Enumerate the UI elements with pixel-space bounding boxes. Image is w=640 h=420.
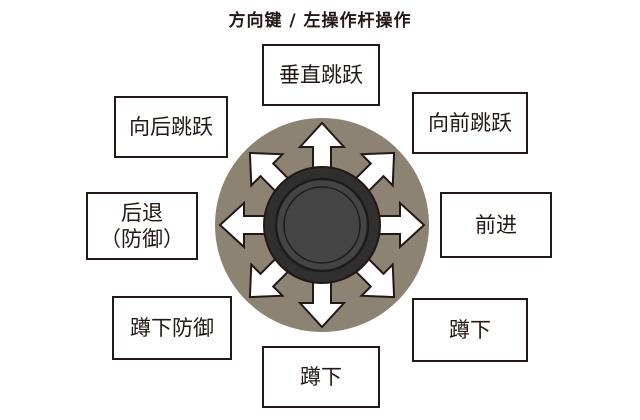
label-right-forward: 前进 (440, 192, 552, 258)
label-left-back-guard: 后退 （防御） (86, 192, 198, 260)
label-down-crouch: 蹲下 (262, 346, 380, 408)
label-up-vertical-jump: 垂直跳跃 (262, 44, 380, 106)
stick-cap-rim (283, 186, 361, 264)
stick-cap (274, 177, 370, 273)
label-down-left-crouch-guard: 蹲下防御 (112, 296, 232, 360)
label-up-left-back-jump: 向后跳跃 (114, 96, 228, 158)
label-down-right-crouch: 蹲下 (412, 298, 528, 362)
diagram-title: 方向键 / 左操作杆操作 (228, 11, 412, 31)
label-up-right-forward-jump: 向前跳跃 (412, 92, 528, 154)
